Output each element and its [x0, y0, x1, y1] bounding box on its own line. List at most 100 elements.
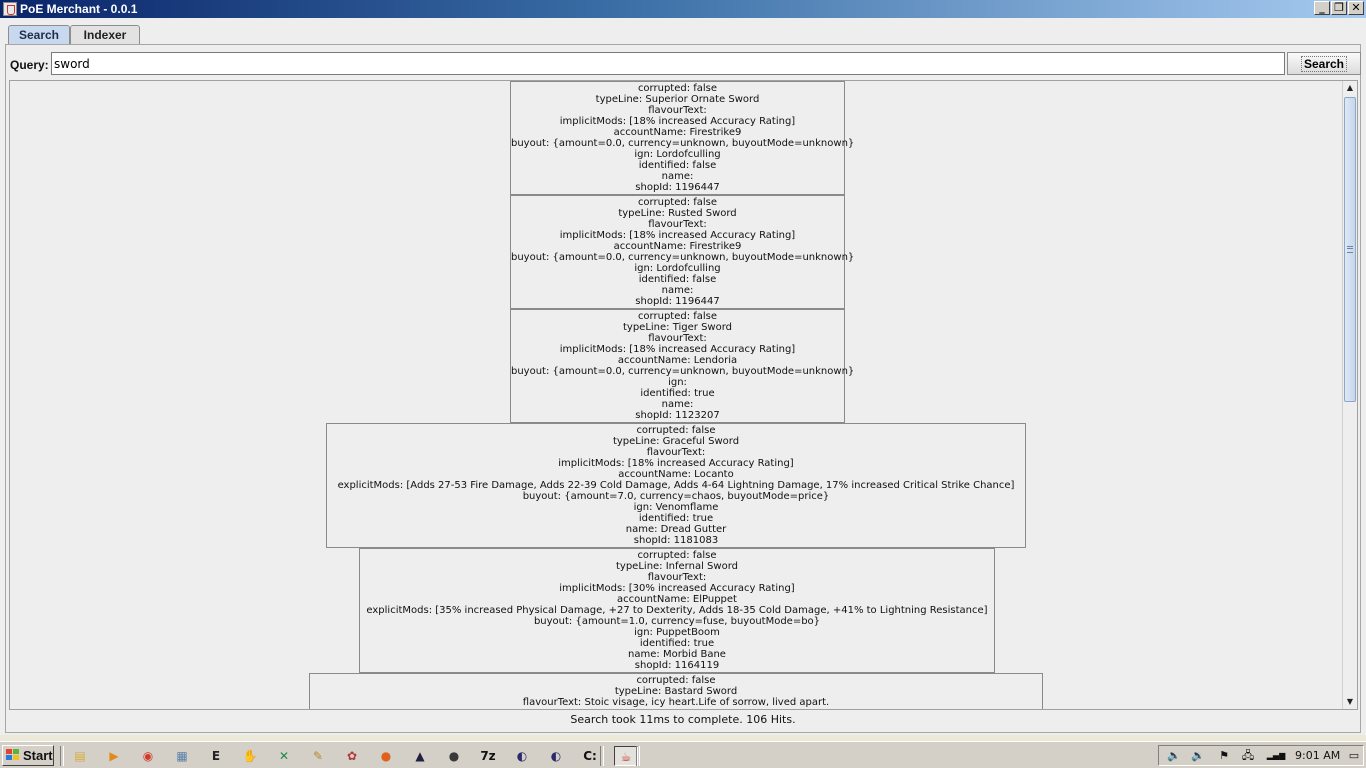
media-player-icon[interactable]: ▶ — [109, 749, 119, 763]
java-app-icon[interactable]: ☕ — [614, 746, 638, 766]
result-field: corrupted: false — [637, 550, 717, 561]
result-field: corrupted: false — [637, 197, 718, 208]
result-field: flavourText: — [648, 219, 707, 230]
taskbar: Start ▤ ▶ ◉ ▦ E ✋ ✕ ✎ ✿ ● ▲ ● 7z ◐ ◐ C: ☕ 🔈 🔉 ⚑ 🖧 ▂▄▆ ▭ 9:01 … — [0, 741, 1366, 768]
result-field: accountName: ElPuppet — [617, 594, 737, 605]
result-field: ign: Lordofculling — [634, 149, 721, 160]
clock[interactable]: 9:01 AM — [1295, 749, 1341, 762]
speaker-icon[interactable]: 🔉 — [1191, 749, 1205, 762]
result-field: typeLine: Infernal Sword — [616, 561, 738, 572]
result-field: implicitMods: [30% increased Accuracy Ra… — [559, 583, 795, 594]
xampp-icon[interactable]: ✕ — [278, 749, 290, 763]
network-icon[interactable]: 🖧 — [1241, 749, 1255, 762]
search-tab-panel: Query: Search corrupted: falsetypeLine: … — [5, 44, 1361, 733]
search-button-label: Search — [1300, 55, 1348, 72]
result-field: typeLine: Graceful Sword — [612, 436, 740, 447]
result-field: flavourText: — [648, 105, 707, 116]
result-field: buyout: {amount=1.0, currency=fuse, buyo… — [533, 616, 821, 627]
result-field: typeLine: Bastard Sword — [614, 686, 738, 697]
result-field: name: — [661, 399, 694, 410]
scroll-grip-icon — [1347, 246, 1353, 253]
result-field: corrupted: false — [636, 425, 716, 436]
firefox-icon[interactable]: ● — [380, 749, 392, 763]
result-field: explicitMods: [Adds 27-53 Fire Damage, A… — [337, 480, 1015, 491]
result-field: flavourText: Stoic visage, icy heart.Lif… — [522, 697, 830, 708]
flag-icon[interactable]: ⚑ — [1219, 749, 1229, 762]
results-vertical-scrollbar[interactable]: ▲ ▼ — [1342, 81, 1357, 709]
result-field: shopId: 1196447 — [635, 182, 720, 193]
result-field: corrupted: false — [636, 675, 716, 686]
7zip-icon[interactable]: 7z — [480, 749, 496, 763]
taskbar-separator — [60, 746, 64, 766]
result-field: accountName: Firestrike9 — [613, 127, 742, 138]
result-field: shopId: 1123207 — [635, 410, 720, 421]
cmd-icon[interactable]: C: — [583, 749, 597, 763]
game-icon[interactable]: ● — [448, 749, 460, 763]
system-tray: 🔈 🔉 ⚑ 🖧 ▂▄▆ ▭ 9:01 AM — [1158, 745, 1364, 766]
result-field: implicitMods: [18% increased Accuracy Ra… — [559, 344, 796, 355]
scroll-down-arrow-icon[interactable]: ▼ — [1346, 697, 1354, 706]
scroll-thumb[interactable] — [1344, 97, 1356, 402]
tab-search[interactable]: Search — [8, 25, 70, 45]
result-field: identified: false — [638, 274, 717, 285]
result-field: name: — [661, 171, 694, 182]
result-field: identified: true — [639, 638, 715, 649]
eclipse-icon[interactable]: ◐ — [516, 749, 528, 763]
paint-icon[interactable]: ✿ — [346, 749, 358, 763]
result-field: shopId: 1181083 — [633, 535, 719, 546]
volume-icon[interactable]: 🔈 — [1167, 749, 1181, 762]
result-field: buyout: {amount=0.0, currency=unknown, b… — [511, 252, 855, 263]
result-field: identified: true — [640, 388, 715, 399]
start-button[interactable]: Start — [2, 745, 54, 766]
folder-icon[interactable]: ▤ — [74, 749, 86, 763]
tab-indexer[interactable]: Indexer — [70, 25, 140, 45]
chrome-icon[interactable]: ◉ — [142, 749, 154, 763]
result-field: accountName: Locanto — [618, 469, 734, 480]
result-field: implicitMods: [18% increased Accuracy Ra… — [558, 458, 794, 469]
result-field: ign: Venomflame — [633, 502, 719, 513]
maximize-button[interactable]: ❐ — [1331, 1, 1347, 15]
editor-e-icon[interactable]: E — [211, 749, 221, 763]
hat-icon[interactable]: ▲ — [415, 749, 425, 763]
taskbar-separator — [600, 746, 604, 766]
result-field: corrupted: false — [637, 83, 718, 94]
result-field: flavourText: — [646, 447, 706, 458]
taskbar-separator — [636, 746, 640, 766]
minimize-button[interactable]: _ — [1314, 1, 1330, 15]
start-label: Start — [23, 748, 53, 763]
close-button[interactable]: ✕ — [1348, 1, 1364, 15]
result-field: identified: true — [638, 513, 714, 524]
result-field: typeLine: Rusted Sword — [618, 208, 737, 219]
signal-icon[interactable]: ▂▄▆ — [1266, 751, 1286, 760]
scroll-up-arrow-icon[interactable]: ▲ — [1346, 83, 1354, 92]
windows-logo-icon — [6, 749, 20, 762]
result-field: shopId: 1196447 — [635, 296, 720, 307]
result-field: buyout: {amount=7.0, currency=chaos, buy… — [522, 491, 830, 502]
main-panel: Search Indexer Query: Search corrupted: … — [0, 18, 1366, 735]
search-button[interactable]: Search — [1287, 52, 1361, 75]
eclipse-2-icon[interactable]: ◐ — [550, 749, 562, 763]
java-app-icon — [3, 2, 17, 16]
result-field: buyout: {amount=0.0, currency=unknown, b… — [511, 138, 855, 149]
result-field: flavourText: — [648, 333, 707, 344]
result-field: accountName: Firestrike9 — [613, 241, 742, 252]
query-input[interactable] — [51, 52, 1285, 75]
hand-tool-icon[interactable]: ✋ — [242, 749, 258, 763]
result-field: name: Morbid Bane — [628, 649, 726, 660]
calculator-icon[interactable]: ▦ — [176, 749, 188, 763]
notepad-icon[interactable]: ✎ — [312, 749, 324, 763]
status-label: Search took 11ms to complete. 106 Hits. — [570, 713, 796, 726]
window-title-bar[interactable]: PoE Merchant - 0.0.1 _ ❐ ✕ — [0, 0, 1366, 18]
show-desktop-icon[interactable]: ▭ — [1348, 749, 1360, 762]
result-field: accountName: Lendoria — [617, 355, 738, 366]
query-label: Query: — [10, 58, 49, 72]
result-field: name: Dread Gutter — [625, 524, 727, 535]
